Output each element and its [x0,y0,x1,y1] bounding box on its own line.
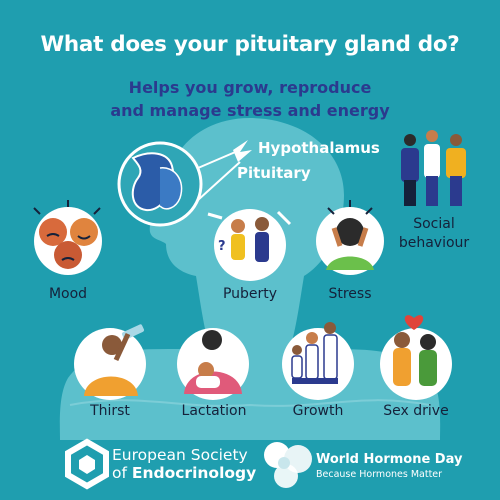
pituitary-label: Pituitary [237,164,311,182]
whd-title: World Hormone Day [316,452,463,467]
social-label-line-2: behaviour [398,235,470,251]
subtitle-line-2: and manage stress and energy [110,101,390,120]
stress-circle [316,200,384,275]
svg-text:?: ? [218,239,226,254]
thirst-label: Thirst [90,403,130,419]
growth-label: Growth [292,403,344,419]
lactation-circle [177,328,249,400]
hypothalamus-marker-icon [233,140,252,162]
sex-drive-circle [380,315,452,400]
page-title: What does your pituitary gland do? [40,32,460,57]
lactation-label: Lactation [181,403,247,419]
social-label-line-1: Social [413,216,455,232]
pituitary-zoom-bubble [117,141,241,227]
whd-tagline: Because Hormones Matter [316,469,443,480]
hypothalamus-label: Hypothalamus [258,139,380,157]
esc-line-2-prefix: of [112,464,132,482]
subtitle-line-1: Helps you grow, reproduce [128,78,372,97]
thirst-circle [74,324,146,400]
stress-label: Stress [328,286,372,302]
esc-logo-icon [65,438,109,490]
esc-line-1: European Society [112,446,248,464]
sex-drive-label: Sex drive [383,403,449,419]
esc-line-2-bold: Endocrinology [131,464,257,482]
world-hormone-day-logo-icon [264,442,312,488]
social-group [401,130,466,206]
mood-circle [33,200,102,275]
puberty-circle: ? [207,209,292,281]
growth-circle [282,322,354,400]
mood-label: Mood [48,286,88,302]
esc-logo-text: European Society of Endocrinology [112,446,256,482]
social-behaviour-label: Social behaviour [394,215,474,253]
puberty-label: Puberty [222,286,278,302]
